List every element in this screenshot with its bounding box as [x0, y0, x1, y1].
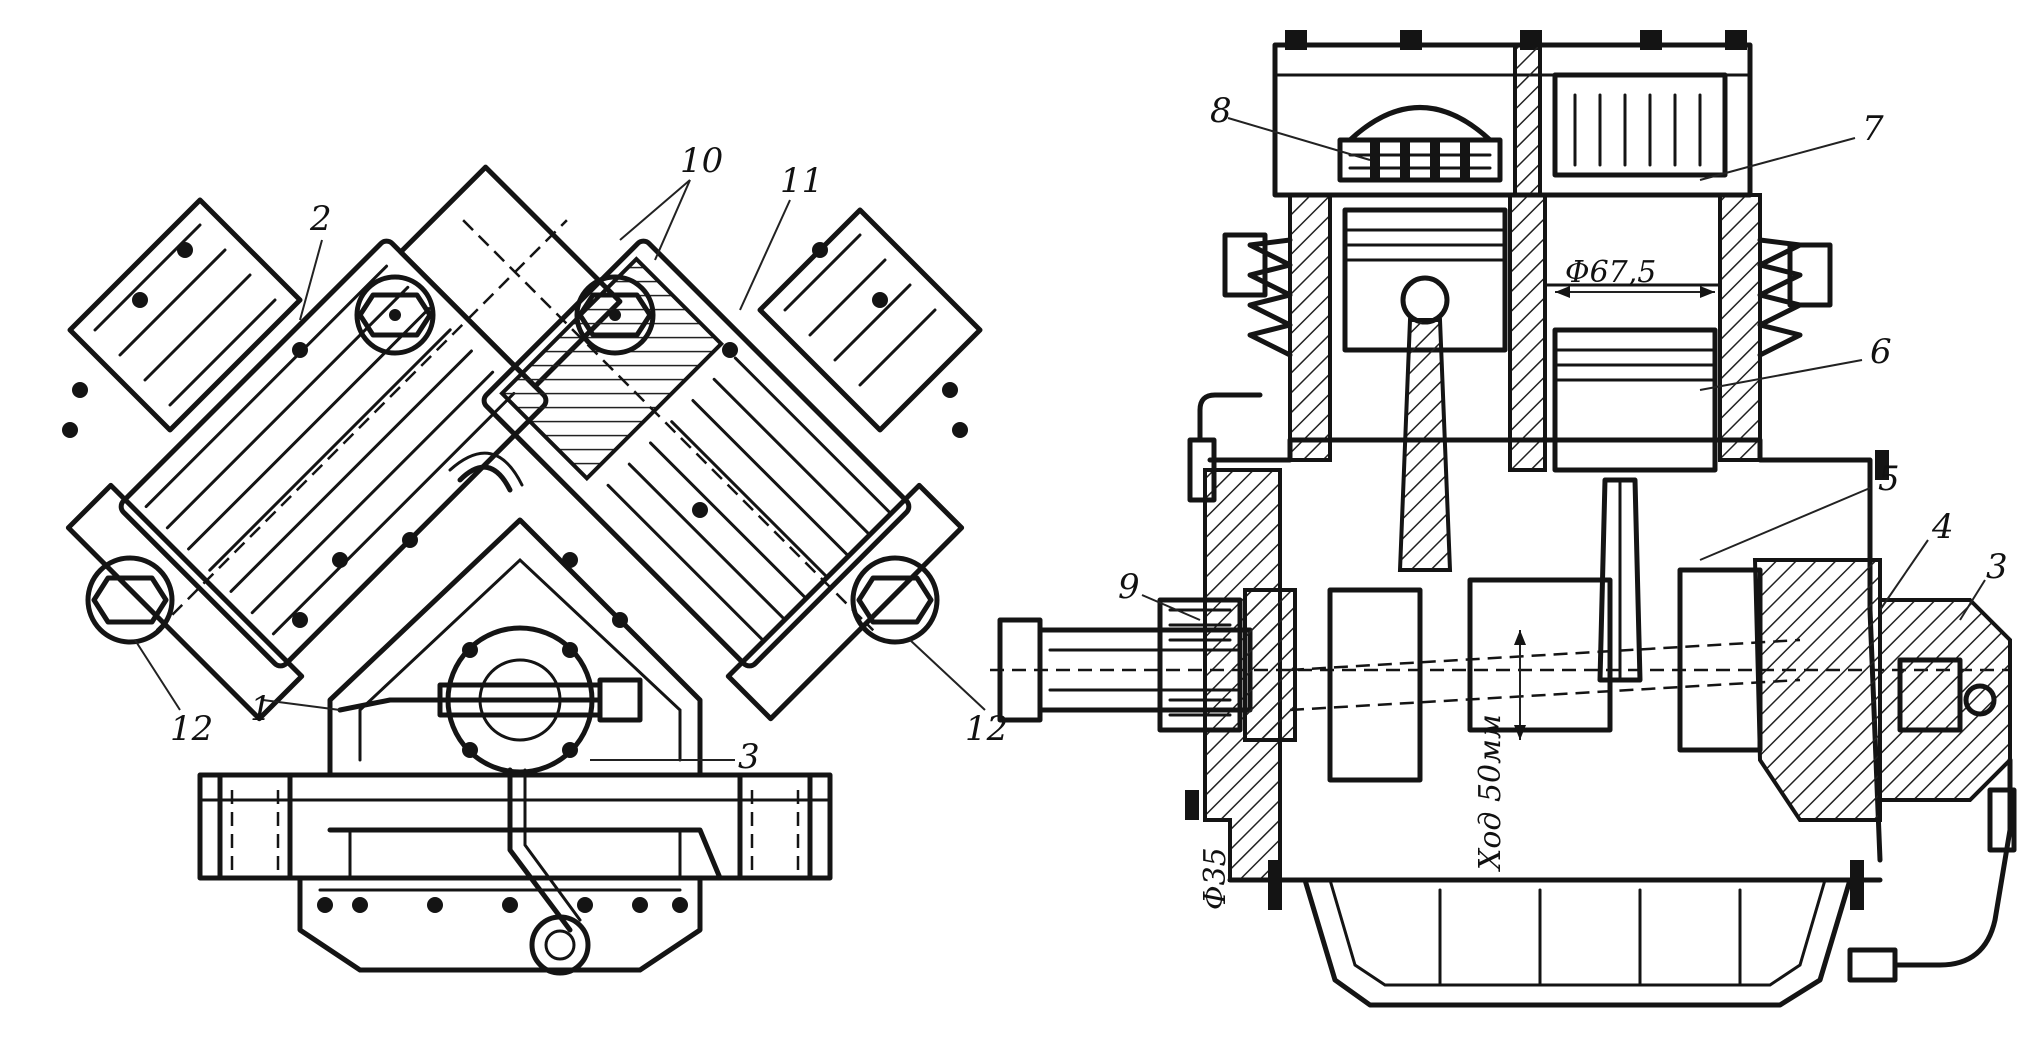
callout-2: 2 [309, 199, 332, 239]
oil-line-left [1187, 392, 1263, 503]
base-plate [197, 772, 833, 881]
shaft-seal [1157, 588, 1297, 742]
piston-right [1552, 327, 1718, 473]
connecting-rod-right [1597, 477, 1643, 683]
oil-pipe [337, 697, 582, 933]
cylinder-head [1272, 30, 1753, 198]
rear-cover [1878, 598, 2012, 802]
crankshaft [990, 567, 2010, 783]
oil-pump [437, 625, 643, 775]
plug-12-left [85, 555, 175, 645]
flange-bolts [62, 242, 968, 628]
callout-8: 8 [1210, 91, 1232, 131]
callout-3-left: 3 [738, 737, 760, 777]
callout-12-left: 12 [170, 709, 213, 749]
plug-12-right [850, 555, 940, 645]
left-leaders [134, 179, 986, 761]
callout-10: 10 [680, 141, 723, 181]
right-leaders [1141, 117, 1986, 740]
elbow-pipe [448, 451, 524, 493]
callout-7: 7 [1862, 109, 1884, 149]
left-head-fins [67, 197, 303, 433]
valve-plug-right [574, 274, 656, 356]
oil-pan-right [1302, 877, 1853, 1008]
callout-5: 5 [1878, 459, 1900, 499]
cylinder-barrels [1222, 193, 1833, 472]
oil-pan [297, 875, 703, 976]
valve-dome [1337, 105, 1503, 183]
crankcase-body [327, 517, 703, 778]
shaft-dimension: Φ35 [1198, 847, 1233, 910]
bottom-studs [1185, 450, 1889, 910]
callout-4: 4 [1931, 507, 1954, 547]
callout-3-right: 3 [1986, 547, 2008, 587]
callout-11: 11 [780, 161, 823, 201]
valve-plug-left [354, 274, 436, 356]
connecting-rod-left [1397, 318, 1453, 572]
stroke-dimension: Ход 50мм [1473, 714, 1508, 872]
left-view-end-section: 2 10 11 12 1 3 12 [62, 141, 1008, 976]
callout-1: 1 [250, 689, 272, 729]
right-head-fins [757, 207, 983, 433]
oil-line-right [1847, 757, 2017, 983]
callout-9: 9 [1118, 567, 1140, 607]
right-view-longitudinal-section: 8 7 6 5 9 4 3 Φ67,5 Ход 50мм Φ35 [990, 30, 2017, 1008]
crankcase [1203, 437, 1883, 883]
callout-6: 6 [1870, 332, 1892, 372]
bore-dimension: Φ67,5 [1565, 255, 1656, 290]
right-cylinder [462, 219, 965, 722]
